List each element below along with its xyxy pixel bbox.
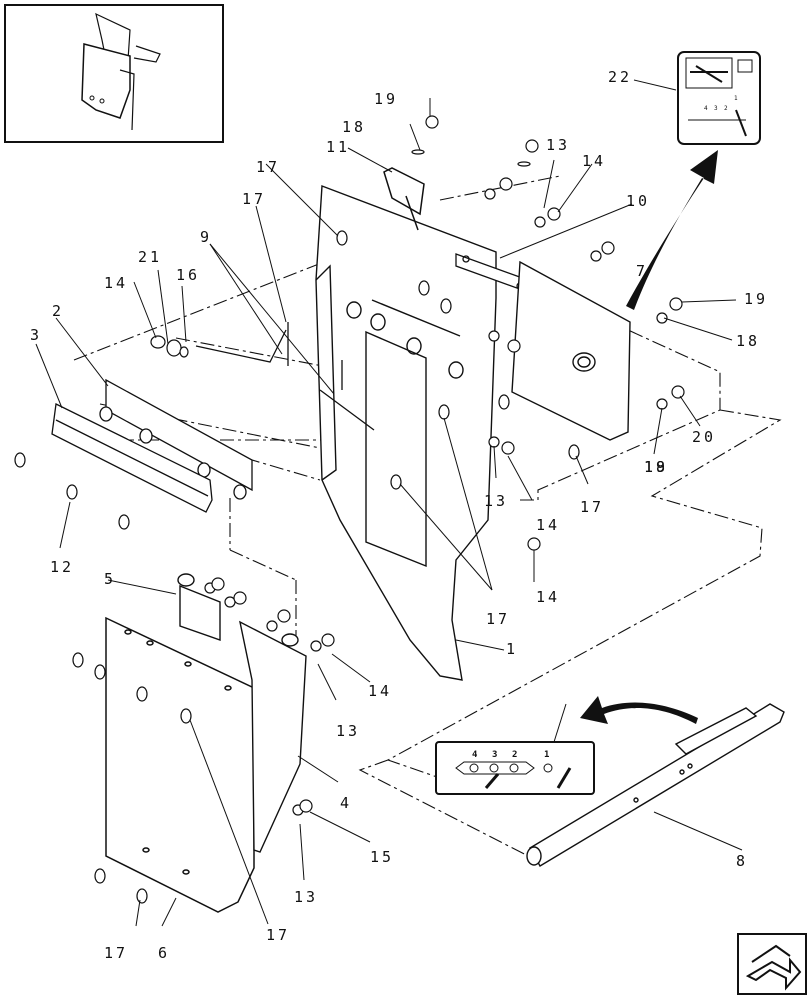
callout-19-c: 20 (692, 428, 716, 446)
callout-14-f: 15 (370, 848, 394, 866)
part-main-plate (315, 185, 497, 681)
callout-10: 10 (626, 192, 650, 210)
bolt-heads (14, 230, 580, 904)
decal-22: 4 3 2 1 (435, 741, 595, 795)
callout-14-c: 14 (536, 516, 560, 534)
callout-19-a: 19 (374, 90, 398, 108)
curved-arrows (580, 150, 718, 724)
callout-13-d: 13 (294, 888, 318, 906)
callout-19-b: 19 (744, 290, 768, 308)
callout-21: 22 (608, 68, 632, 86)
callout-16: 17 (242, 190, 266, 208)
part-5-side-plate (177, 573, 299, 647)
callout-17-c: 17 (580, 498, 604, 516)
callout-17-f: 18 (644, 458, 668, 476)
callout-labels: 1 2 3 4 5 6 7 8 9 10 11 12 13 13 13 13 1… (30, 68, 768, 962)
callout-8: 8 (736, 852, 748, 870)
part-4-side-plate (239, 620, 307, 853)
callout-14-a: 14 (104, 274, 128, 292)
inset-thumbnail (4, 4, 224, 143)
leader-lines (35, 79, 743, 927)
part-6-flap (105, 616, 255, 913)
callout-4: 4 (340, 794, 352, 812)
callout-11: 11 (326, 138, 350, 156)
return-arrow-icon[interactable] (737, 933, 807, 995)
callout-17-a: 17 (256, 158, 280, 176)
callout-5: 5 (104, 570, 116, 588)
callout-13-b: 13 (484, 492, 508, 510)
callout-6: 6 (158, 944, 170, 962)
decal-21-pos-3: 2 (724, 105, 728, 112)
callout-12: 12 (50, 558, 74, 576)
callout-14-b: 14 (582, 152, 606, 170)
callout-17-e: 17 (104, 944, 128, 962)
callout-3: 3 (30, 326, 42, 344)
callout-15: 16 (176, 266, 200, 284)
part-11-handle (383, 167, 425, 231)
part-8-bar (526, 703, 785, 867)
decal-21: 4 3 2 1 (677, 51, 761, 145)
callout-17-d: 17 (266, 926, 290, 944)
part-9-pins (195, 322, 375, 431)
nuts-washers (150, 115, 685, 816)
decal-21-pos-2: 3 (714, 105, 718, 112)
callout-13-c: 13 (336, 722, 360, 740)
callout-18-a: 18 (342, 118, 366, 136)
decal-22-pos-4: 4 (472, 750, 478, 760)
part-3-angle-strip (51, 403, 213, 513)
callout-1: 1 (506, 640, 518, 658)
decal-21-pos-1: 4 (704, 105, 708, 112)
callout-18-c: 19 (644, 458, 668, 476)
callout-14-e: 14 (368, 682, 392, 700)
decal-22-pos-2: 2 (512, 750, 517, 760)
callout-13-a: 13 (546, 136, 570, 154)
callout-7: 7 (636, 262, 648, 280)
decal-22-pos-1: 1 (544, 750, 549, 760)
callout-2: 2 (52, 302, 64, 320)
callout-14-d: 14 (536, 588, 560, 606)
decal-21-pos-4: 1 (734, 95, 738, 102)
part-2-hinge-strip (99, 378, 253, 500)
callout-9: 9 (200, 228, 212, 246)
callout-18-b: 18 (736, 332, 760, 350)
part-7-plate (511, 260, 631, 441)
fasteners (14, 115, 685, 904)
decal-22-pos-3: 3 (492, 750, 497, 760)
callout-17-b: 17 (486, 610, 510, 628)
callout-20: 21 (138, 248, 162, 266)
